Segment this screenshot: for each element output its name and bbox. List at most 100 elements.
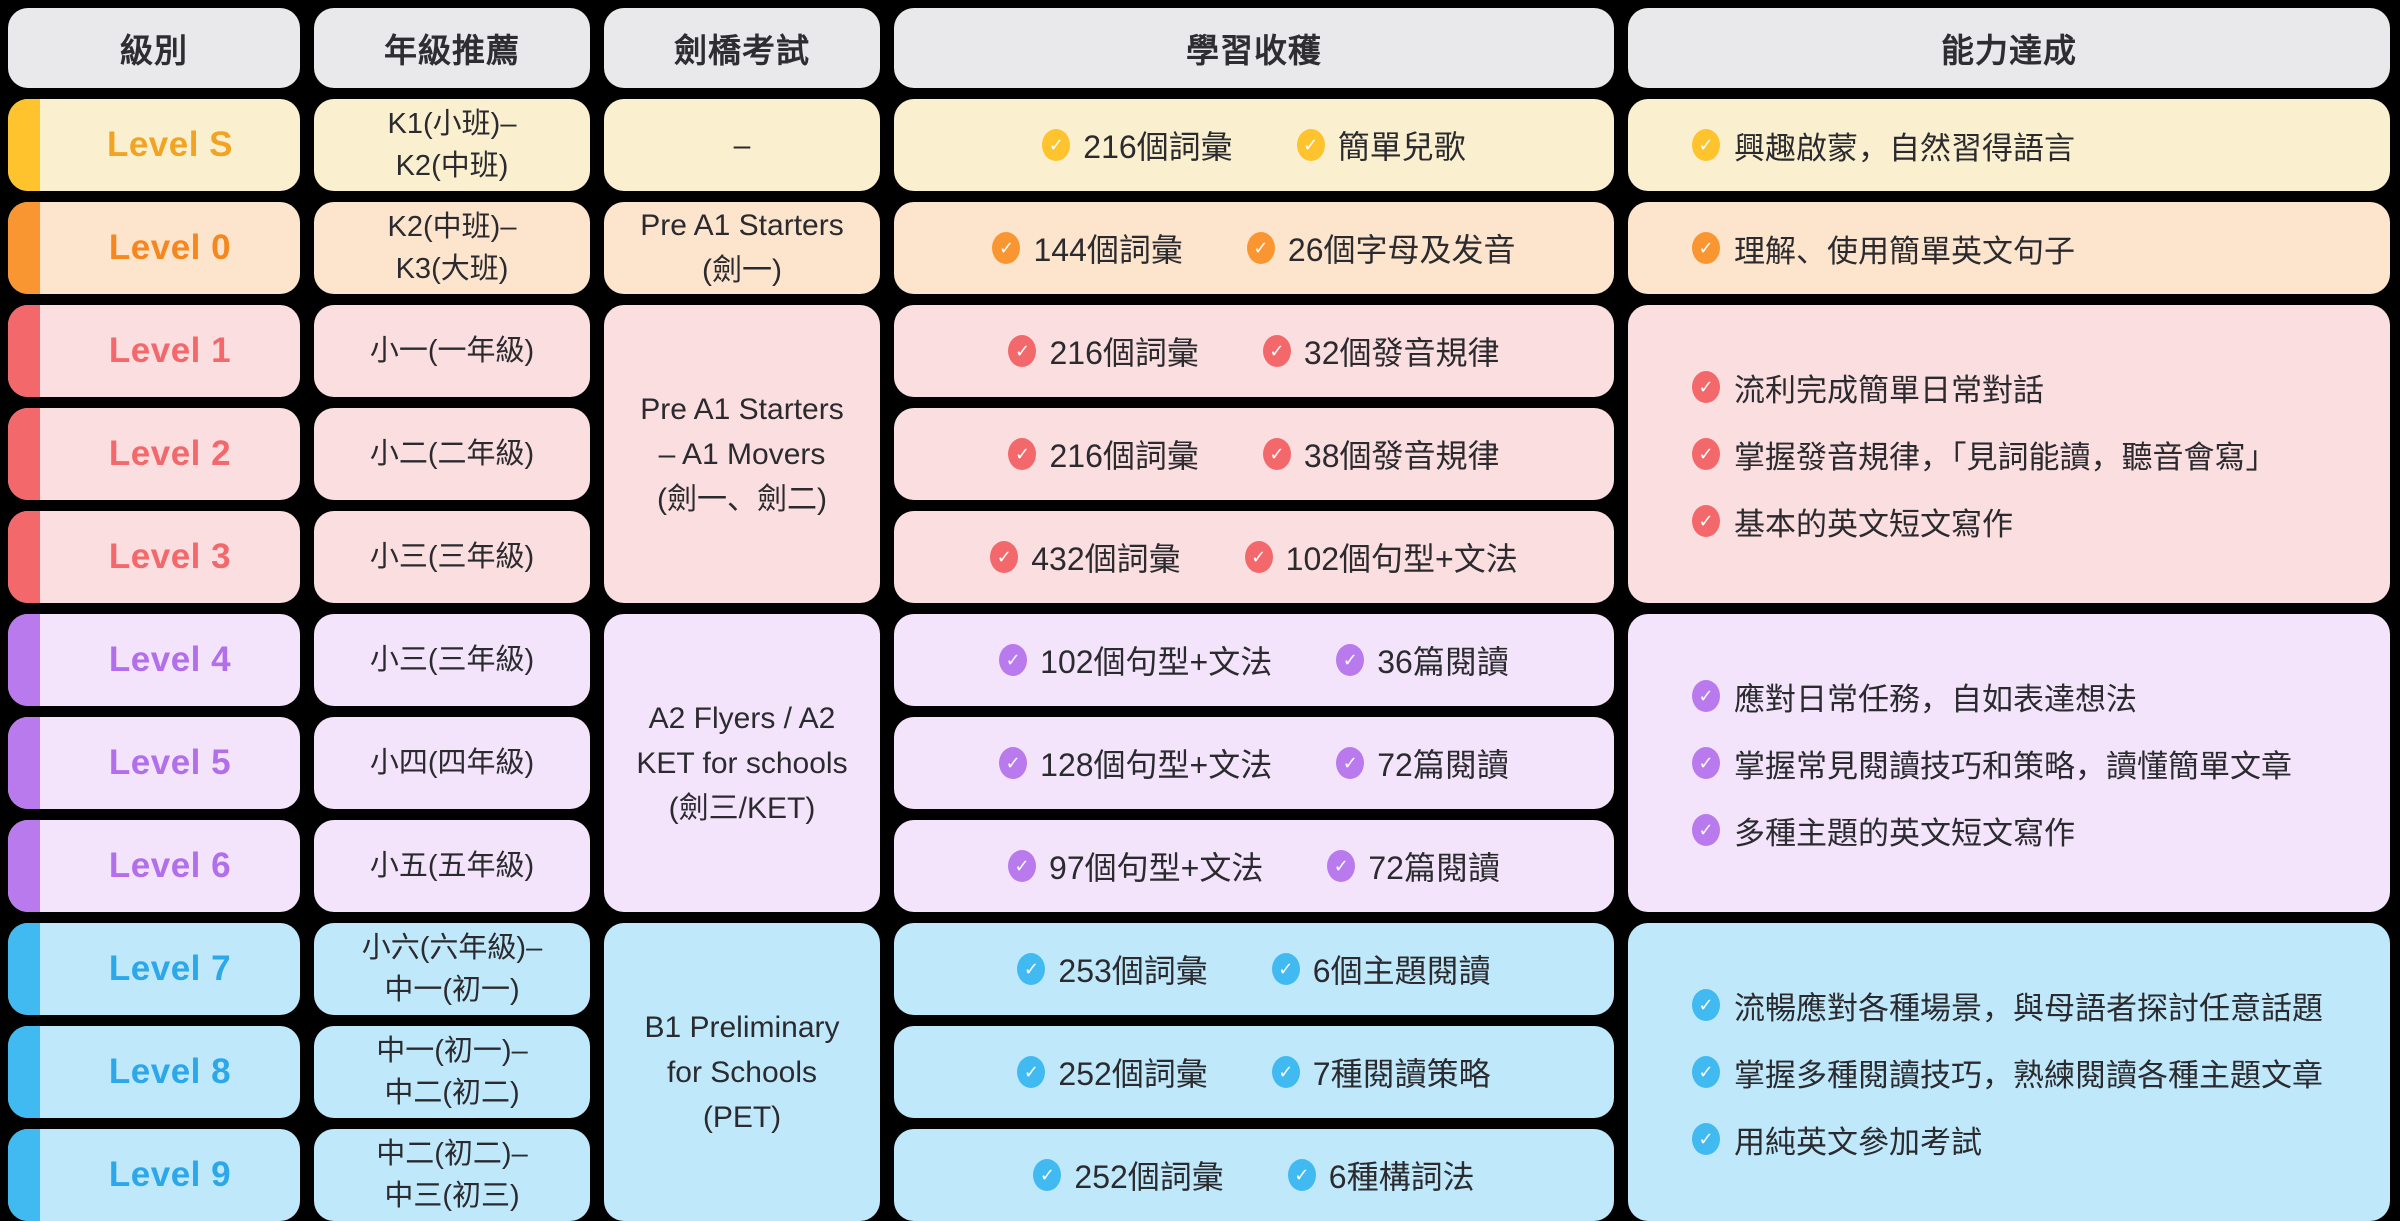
harvest-text: 216個詞彙 xyxy=(1049,335,1199,371)
grade-text: 小三(三年級) xyxy=(369,540,535,573)
check-icon: ✓ xyxy=(1246,232,1275,264)
ability-cell-merged: ✓流利完成簡單日常對話 ✓掌握發音規律，「見詞能讀，聽音會寫」 ✓基本的英文短文… xyxy=(1628,305,2390,603)
harvest-item: ✓ 216個詞彙 xyxy=(1008,328,1199,374)
grade-text: 小六(六年級)– xyxy=(361,931,543,964)
grade-text: 小二(二年級) xyxy=(369,437,535,470)
check-icon: ✓ xyxy=(1008,335,1037,367)
level-accent-strip xyxy=(8,511,40,603)
ability-text: 多種主題的英文短文寫作 xyxy=(1734,815,2075,851)
column-header-label: 劍橋考試 xyxy=(674,32,810,69)
ability-item: ✓應對日常任務，自如表達想法 xyxy=(1692,674,2137,719)
grade-text: 小四(四年級) xyxy=(369,746,535,779)
level-cell-2: Level 2 xyxy=(8,408,300,500)
level-accent-strip xyxy=(8,99,40,191)
ability-item: ✓ 掌握常見閱讀技巧和策略，讀懂簡單文章 xyxy=(1692,741,2292,786)
grade-cell: 中一(初一)– 中二(初二) xyxy=(314,1026,590,1118)
harvest-text: 144個詞彙 xyxy=(1033,232,1183,268)
column-header-label: 年級推薦 xyxy=(384,32,520,69)
check-icon: ✓ xyxy=(1336,747,1365,779)
exam-cell: Pre A1 Starters (劍一) xyxy=(604,202,880,294)
harvest-text: 216個詞彙 xyxy=(1049,438,1199,474)
column-header-ability: 能力達成 xyxy=(1628,8,2390,88)
grade-text: 中二(初二)– xyxy=(376,1137,528,1170)
exam-text: for Schools xyxy=(666,1055,818,1089)
ability-text: 基本的英文短文寫作 xyxy=(1734,506,2013,542)
harvest-text: 36篇閱讀 xyxy=(1377,644,1509,680)
level-label: Level 2 xyxy=(108,434,232,473)
check-icon: ✓ xyxy=(1692,232,1720,264)
check-icon: ✓ xyxy=(1692,747,1720,779)
harvest-text: 252個詞彙 xyxy=(1058,1056,1208,1092)
harvest-item: ✓216個詞彙 xyxy=(1008,431,1199,477)
harvest-text: 72篇閱讀 xyxy=(1368,850,1500,886)
harvest-text: 128個句型+文法 xyxy=(1040,747,1273,783)
grade-cell: K1(小班)– K2(中班) xyxy=(314,99,590,191)
level-cell-8: Level 8 xyxy=(8,1026,300,1118)
harvest-item: ✓32個發音規律 xyxy=(1262,328,1500,374)
harvest-cell: ✓216個詞彙 ✓38個發音規律 xyxy=(894,408,1614,500)
harvest-cell: ✓216個詞彙 ✓簡單兒歌 xyxy=(894,99,1614,191)
ability-cell-merged: ✓流暢應對各種場景，與母語者探討任意話題 ✓掌握多種閱讀技巧，熟練閱讀各種主題文… xyxy=(1628,923,2390,1221)
grade-text: 中一(初一) xyxy=(384,974,520,1006)
level-cell-6: Level 6 xyxy=(8,820,300,912)
check-icon: ✓ xyxy=(1262,438,1291,470)
harvest-item: ✓38個發音規律 xyxy=(1262,431,1500,477)
harvest-item: ✓ 128個句型+文法 xyxy=(999,740,1272,786)
check-icon: ✓ xyxy=(1692,129,1720,161)
level-label: Level 8 xyxy=(108,1052,232,1091)
harvest-item: ✓102個句型+文法 xyxy=(999,637,1272,683)
check-icon: ✓ xyxy=(1336,644,1365,676)
level-label: Level 5 xyxy=(108,743,232,782)
harvest-item: ✓ 97個句型+文法 xyxy=(1008,843,1263,889)
harvest-item: ✓簡單兒歌 xyxy=(1296,122,1466,168)
level-accent-strip xyxy=(8,820,40,912)
column-header-harvest: 學習收穫 xyxy=(894,8,1614,88)
level-label: Level 7 xyxy=(108,949,232,988)
exam-text: – A1 Movers xyxy=(658,437,826,471)
harvest-cell: ✓144個詞彙 ✓26個字母及发音 xyxy=(894,202,1614,294)
harvest-item: ✓252個詞彙 xyxy=(1033,1152,1224,1198)
harvest-item: ✓7種閱讀策略 xyxy=(1271,1049,1491,1095)
harvest-item: ✓144個詞彙 xyxy=(992,225,1183,271)
column-header-label: 級別 xyxy=(120,32,188,69)
ability-text: 掌握多種閱讀技巧，熟練閱讀各種主題文章 xyxy=(1734,1057,2323,1093)
harvest-text: 6個主題閱讀 xyxy=(1312,953,1491,989)
check-icon: ✓ xyxy=(1692,438,1720,470)
exam-text: (劍一、劍二) xyxy=(657,482,827,516)
grade-cell: 小四(四年級) xyxy=(314,717,590,809)
grade-text: 小五(五年級) xyxy=(369,849,535,882)
harvest-item: ✓432個詞彙 xyxy=(990,534,1181,580)
harvest-text: 6種構詞法 xyxy=(1328,1159,1475,1195)
check-icon: ✓ xyxy=(1271,1056,1300,1088)
ability-text: 掌握常見閱讀技巧和策略，讀懂簡單文章 xyxy=(1734,748,2292,784)
ability-item: ✓流暢應對各種場景，與母語者探討任意話題 xyxy=(1692,983,2323,1028)
level-cell-3: Level 3 xyxy=(8,511,300,603)
level-accent-strip xyxy=(8,614,40,706)
level-label: Level 1 xyxy=(108,331,232,370)
check-icon: ✓ xyxy=(1262,335,1291,367)
check-icon: ✓ xyxy=(1017,1056,1046,1088)
check-icon: ✓ xyxy=(999,747,1028,779)
harvest-text: 97個句型+文法 xyxy=(1049,850,1264,886)
ability-text: 流暢應對各種場景，與母語者探討任意話題 xyxy=(1734,990,2323,1026)
check-icon: ✓ xyxy=(1008,850,1037,882)
harvest-item: ✓6個主題閱讀 xyxy=(1271,946,1491,992)
exam-text: B1 Preliminary xyxy=(644,1010,840,1044)
grade-cell: K2(中班)– K3(大班) xyxy=(314,202,590,294)
exam-cell: – xyxy=(604,99,880,191)
check-icon: ✓ xyxy=(1327,850,1356,882)
grade-text: K2(中班)– xyxy=(387,210,517,243)
level-accent-strip xyxy=(8,717,40,809)
column-header-level: 級別 xyxy=(8,8,300,88)
check-icon: ✓ xyxy=(1287,1159,1316,1191)
check-icon: ✓ xyxy=(1692,814,1720,846)
check-icon: ✓ xyxy=(1296,129,1325,161)
harvest-item: ✓ 6種構詞法 xyxy=(1287,1152,1475,1198)
harvest-item: ✓ 252個詞彙 xyxy=(1017,1049,1208,1095)
column-header-grade: 年級推薦 xyxy=(314,8,590,88)
exam-cell-merged: A2 Flyers / A2 KET for schools (劍三/KET) xyxy=(604,614,880,912)
exam-text: (劍三/KET) xyxy=(668,791,816,825)
ability-item: ✓興趣啟蒙，自然習得語言 xyxy=(1692,123,2075,168)
grade-text: K2(中班) xyxy=(395,150,509,182)
level-label: Level 4 xyxy=(108,640,232,679)
